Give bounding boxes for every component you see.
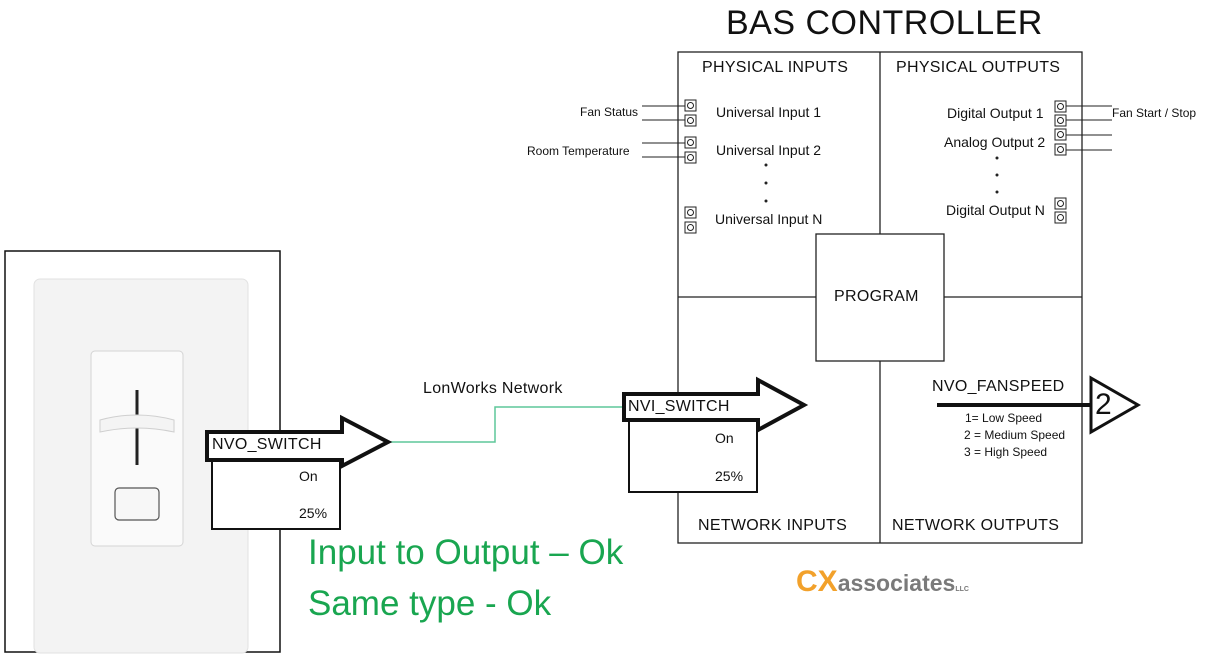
input-terminals [684,99,697,234]
analog-output-2-label: Analog Output 2 [944,134,1046,150]
nvo-switch-name: NVO_SWITCH [212,436,322,453]
universal-input-1-label: Universal Input 1 [716,104,822,120]
terminal-icon [684,206,697,219]
lonworks-network-label: LonWorks Network [423,380,563,397]
terminal-icon [1054,114,1067,127]
universal-input-n-label: Universal Input N [715,211,823,227]
terminal-icon [684,99,697,112]
terminal-icon [684,151,697,164]
note-line-2: Same type - Ok [308,584,552,623]
terminal-icon [1054,197,1067,210]
nvi-switch-state: On [715,430,734,446]
fan-status-label: Fan Status [580,105,639,119]
terminal-icon [1054,128,1067,141]
ellipsis-dot [995,190,999,194]
lonworks-network-line [390,406,628,443]
digital-output-n-label: Digital Output N [946,202,1045,218]
nvi-switch-arrow [622,376,809,434]
output-terminals [1054,100,1067,224]
network-inputs-label: NETWORK INPUTS [698,517,848,534]
nvo-fanspeed-name: NVO_FANSPEED [932,378,1065,395]
fanspeed-legend-low: 1= Low Speed [965,411,1043,425]
logo-cx: CX [796,565,838,598]
logo-llc: LLC [955,586,969,593]
rocker-button [114,487,160,521]
terminal-icon [1054,211,1067,224]
terminal-icon [1054,143,1067,156]
program-box [815,233,945,362]
terminal-icon [684,136,697,149]
physical-inputs-label: PHYSICAL INPUTS [702,59,849,76]
terminal-icon [684,114,697,127]
room-temperature-label: Room Temperature [527,144,630,158]
fan-start-stop-label: Fan Start / Stop [1112,106,1197,120]
fanspeed-arrowhead [1089,375,1142,435]
network-outputs-label: NETWORK OUTPUTS [892,517,1060,534]
controller-title: BAS CONTROLLER [726,4,1043,42]
logo-associates: associates [837,570,956,596]
note-line-1: Input to Output – Ok [308,533,624,572]
cx-associates-logo: CXassociatesLLC [796,565,969,599]
fanspeed-legend-medium: 2 = Medium Speed [964,428,1066,442]
program-label: PROGRAM [834,288,919,305]
nvi-switch-level: 25% [715,468,744,484]
ellipsis-dot [995,156,999,160]
nvo-switch-level: 25% [299,505,328,521]
ellipsis-dot [764,181,768,185]
ellipsis-dot [995,173,999,177]
nvi-switch-value-box [628,419,758,493]
digital-output-1-label: Digital Output 1 [947,105,1044,121]
nvo-switch-state: On [299,468,318,484]
physical-outputs-label: PHYSICAL OUTPUTS [896,59,1061,76]
fanspeed-value: 2 [1095,388,1112,421]
fanspeed-legend-high: 3 = High Speed [964,445,1048,459]
ellipsis-dot [764,199,768,203]
universal-input-2-label: Universal Input 2 [716,142,822,158]
terminal-icon [1054,100,1067,113]
dimmer-slider [99,414,175,433]
nvo-switch-arrow [205,414,393,470]
ellipsis-dot [764,163,768,167]
nvi-switch-name: NVI_SWITCH [628,398,730,415]
terminal-icon [684,221,697,234]
